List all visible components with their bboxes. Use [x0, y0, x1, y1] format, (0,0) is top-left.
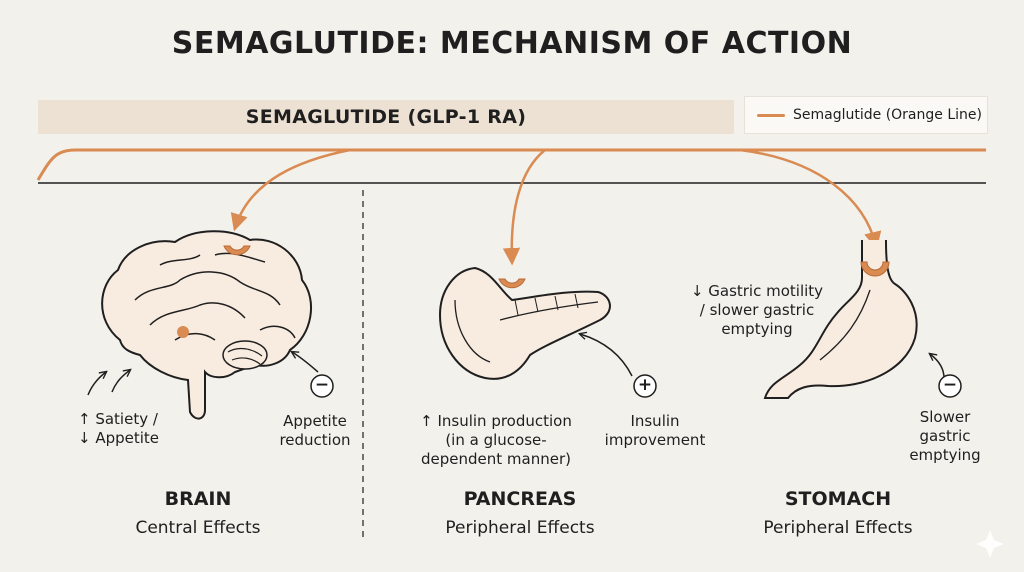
pancreas-side-arrow	[580, 334, 633, 377]
brain-effect-symbol: −	[314, 375, 330, 395]
pancreas-side-text: Insulin improvement	[600, 412, 710, 450]
pancreas-subtitle: Peripheral Effects	[445, 518, 595, 538]
sparkle-icon	[976, 530, 1004, 558]
pancreas-effect-line-2: (in a glucose-	[445, 431, 547, 449]
brain-effect-text: ↑ Satiety / ↓ Appetite	[78, 410, 159, 448]
stomach-subtitle: Peripheral Effects	[763, 518, 913, 538]
brain-effect-badge	[310, 374, 334, 398]
stomach-side-text: Slower gastric emptying	[900, 408, 990, 465]
page-title: SEMAGLUTIDE: MECHANISM OF ACTION	[171, 26, 853, 61]
brain-effect-line-2: ↓ Appetite	[78, 429, 160, 447]
legend-line-swatch	[757, 113, 785, 117]
brain-illustration	[101, 230, 313, 420]
pancreas-effect-text: ↑ Insulin production (in a glucose- depe…	[410, 412, 582, 469]
pancreas-effect-line-1: ↑ Insulin production	[420, 412, 572, 430]
brain-effect-line-1: ↑ Satiety /	[78, 410, 158, 428]
pancreas-illustration	[438, 266, 611, 380]
stomach-effect-line-3: emptying	[721, 320, 793, 338]
brain-side-line-1: Appetite	[283, 412, 347, 430]
stomach-side-line-1: Slower	[919, 408, 971, 426]
brain-title: BRAIN	[164, 488, 232, 510]
drug-banner-label: SEMAGLUTIDE (GLP-1 RA)	[245, 106, 527, 128]
pancreas-effect-badge	[633, 374, 657, 398]
brain-effect-arrow-1	[87, 372, 106, 396]
drug-line	[36, 148, 986, 181]
brain-subtitle: Central Effects	[135, 518, 261, 538]
pancreas-title: PANCREAS	[463, 488, 577, 510]
stomach-illustration	[763, 239, 918, 399]
arrow-to-stomach	[739, 148, 882, 250]
stomach-effect-symbol: −	[942, 375, 958, 395]
stomach-title: STOMACH	[784, 488, 892, 510]
arrow-to-brain	[230, 148, 351, 232]
stomach-effect-text: ↓ Gastric motility / slower gastric empt…	[682, 282, 832, 339]
pancreas-effect-line-3: dependent manner)	[421, 450, 571, 468]
brain-side-line-2: reduction	[279, 431, 351, 449]
stomach-effect-line-1: ↓ Gastric motility	[690, 282, 824, 300]
drug-banner: SEMAGLUTIDE (GLP-1 RA)	[38, 100, 734, 134]
stomach-effect-line-2: / slower gastric	[699, 301, 815, 319]
brain-side-arrow	[292, 352, 319, 373]
legend: Semaglutide (Orange Line)	[744, 96, 988, 134]
pancreas-effect-symbol: +	[637, 375, 653, 395]
brain-effect-arrow-2	[111, 370, 130, 393]
brain-side-text: Appetite reduction	[272, 412, 358, 450]
pancreas-side-line-2: improvement	[604, 431, 706, 449]
pancreas-side-line-1: Insulin	[630, 412, 680, 430]
arrow-to-pancreas	[502, 149, 546, 266]
stomach-effect-badge	[938, 374, 962, 398]
legend-label: Semaglutide (Orange Line)	[793, 107, 982, 123]
stomach-side-arrow	[930, 354, 945, 379]
stomach-side-line-2: gastric	[919, 427, 971, 445]
stomach-side-line-3: emptying	[909, 446, 981, 464]
